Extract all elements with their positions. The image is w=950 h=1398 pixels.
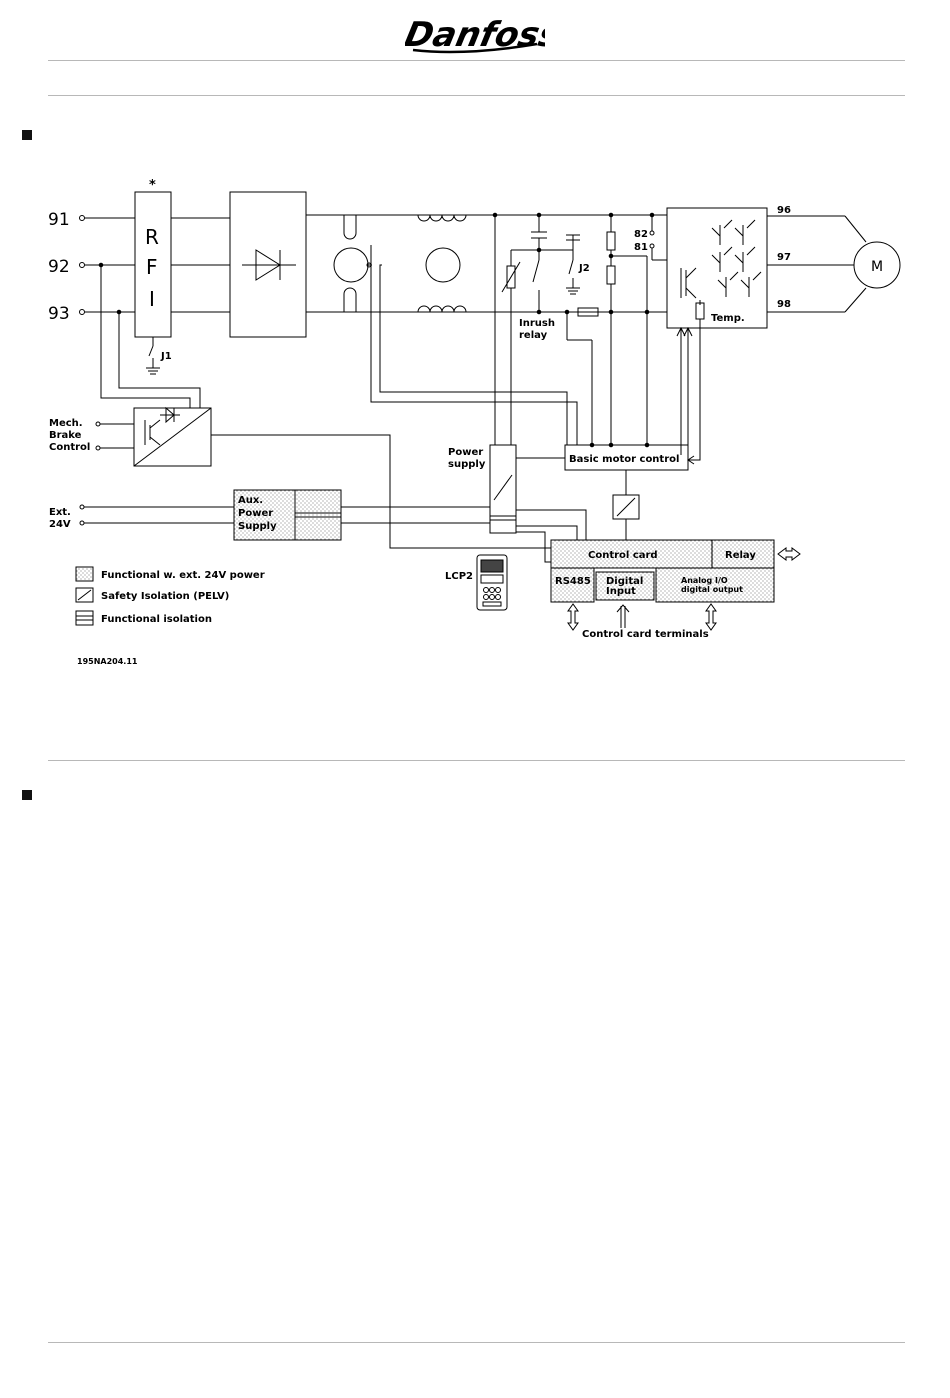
power-supply-label-1: Power [448, 447, 483, 458]
mech-brake-label-2: Brake [49, 430, 82, 441]
mech-brake-label-3: Control [49, 442, 90, 453]
logo-text: Danfoss [405, 15, 545, 55]
terminal-81: 81 [634, 242, 648, 253]
aux-power-label-2: Power [238, 508, 273, 519]
j1-label: J1 [160, 351, 172, 362]
terminal-91: 91 [48, 210, 70, 230]
legend-double-label: Functional isolation [101, 614, 212, 625]
terminal-96: 96 [777, 205, 791, 216]
inrush-label-1: Inrush [519, 318, 555, 329]
section-bullet-2 [22, 790, 32, 800]
lcp2-label: LCP2 [445, 571, 473, 582]
rfi-letter-r: R [145, 225, 159, 249]
section-rule-2 [48, 760, 905, 761]
danfoss-logo: Danfoss [405, 15, 545, 55]
terminal-92: 92 [48, 257, 70, 277]
analog-io-label-1: Analog I/O [681, 576, 728, 585]
header-rule [48, 60, 905, 61]
ext-24v-label-1: Ext. [49, 507, 71, 518]
terminal-82: 82 [634, 229, 648, 240]
footer-rule [48, 1342, 905, 1343]
legend-dotted-label: Functional w. ext. 24V power [101, 570, 265, 581]
section-rule [48, 95, 905, 96]
mech-brake-label-1: Mech. [49, 418, 83, 429]
digital-input-label-2: Input [606, 586, 636, 597]
control-card-terminals-label: Control card terminals [582, 629, 709, 640]
rfi-letter-f: F [146, 255, 158, 279]
rfi-star: * [149, 178, 156, 193]
j2-label: J2 [578, 263, 590, 274]
inrush-label-2: relay [519, 330, 548, 341]
relay-label: Relay [725, 550, 756, 561]
control-card-label: Control card [588, 550, 658, 561]
aux-power-label-1: Aux. [238, 495, 263, 506]
rfi-letter-i: I [149, 287, 155, 311]
temp-label: Temp. [711, 313, 745, 324]
ext-24v-label-2: 24V [49, 519, 71, 530]
legend-hatched-label: Safety Isolation (PELV) [101, 591, 229, 602]
block-diagram: 91 92 93 * R F I J1 J2 Inrush relay 82 8… [48, 178, 901, 666]
motor-label: M [871, 259, 883, 275]
terminal-93: 93 [48, 304, 70, 324]
rs485-label: RS485 [555, 576, 591, 587]
power-supply-label-2: supply [448, 459, 486, 470]
section-bullet-1 [22, 130, 32, 140]
aux-power-label-3: Supply [238, 521, 277, 532]
drawing-number: 195NA204.11 [77, 657, 138, 666]
terminal-97: 97 [777, 252, 791, 263]
digital-input-label-1: Digital [606, 576, 643, 587]
terminal-98: 98 [777, 299, 791, 310]
analog-io-label-2: digital output [681, 585, 743, 594]
basic-motor-control-label: Basic motor control [569, 454, 679, 465]
